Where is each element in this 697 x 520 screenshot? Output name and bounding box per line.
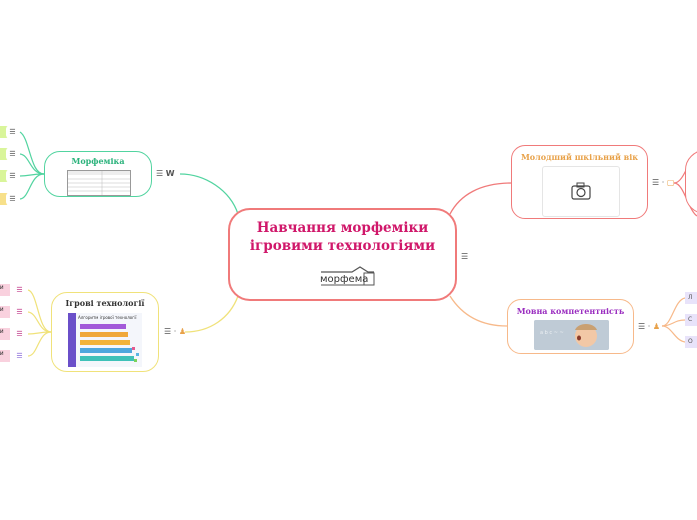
language-label: Мовна компетентність [516, 306, 625, 316]
games-leaf-3[interactable]: ри [0, 328, 10, 340]
image-icon: ▢ [666, 178, 675, 187]
list-icon[interactable]: ☰ [13, 284, 26, 296]
games-leaf-4[interactable]: ри [0, 350, 10, 362]
age-controls[interactable]: ☰ · ▢ [652, 178, 675, 187]
lang-leaf-3[interactable]: О [685, 336, 697, 348]
morph-leaf-1[interactable] [0, 126, 9, 138]
word-icon: W [165, 169, 175, 178]
person-icon: ♟ [178, 327, 186, 336]
central-title-line1: Навчання морфеміки [256, 220, 429, 236]
central-topic[interactable]: Навчання морфеміки ігровими технологіями… [228, 208, 457, 301]
morph-leaf-4[interactable] [0, 193, 9, 205]
list-icon[interactable]: ☰ [6, 193, 19, 205]
list-icon[interactable]: ☰ [13, 306, 26, 318]
morphemics-table-image [67, 170, 131, 196]
morph-leaf-2[interactable] [0, 148, 9, 160]
child-photo: a b c ~ ~ [534, 320, 609, 350]
list-icon[interactable]: ☰ [6, 126, 19, 138]
list-icon: ☰ [638, 322, 646, 331]
morphemics-controls[interactable]: ☰ W [156, 169, 175, 178]
logo-text: морфема [320, 274, 368, 285]
list-icon[interactable]: ☰ [13, 328, 26, 340]
list-icon[interactable]: ☰ [6, 148, 19, 160]
camera-icon [571, 182, 591, 200]
list-icon: ☰ [164, 327, 172, 336]
games-infographic: Алгоритм ігрової технології [68, 313, 142, 367]
central-note-icon[interactable]: ☰ [461, 252, 469, 261]
person-icon: ♟ [652, 322, 660, 331]
svg-text:a b c ~ ~: a b c ~ ~ [540, 330, 564, 336]
language-controls[interactable]: ☰ · ♟ [638, 322, 660, 331]
morph-leaf-3[interactable] [0, 170, 9, 182]
games-infographic-title: Алгоритм ігрової технології [78, 315, 137, 320]
games-label: Ігрові технології [65, 298, 145, 308]
games-leaf-2[interactable]: ри [0, 306, 10, 318]
central-title-line2: ігровими технологіями [249, 238, 436, 254]
age-label: Молодший шкільний вік [520, 152, 639, 162]
node-language[interactable]: Мовна компетентність a b c ~ ~ [507, 299, 634, 354]
list-icon: ☰ [156, 169, 164, 178]
games-leaf-1[interactable]: ри [0, 284, 10, 296]
image-placeholder [542, 166, 620, 217]
lang-leaf-1[interactable]: Л [685, 292, 697, 304]
morphema-logo: морфема [316, 265, 379, 287]
lang-leaf-2[interactable]: С [685, 314, 697, 326]
morphemics-label: Морфеміка [71, 156, 125, 166]
list-icon: ☰ [652, 178, 660, 187]
games-controls[interactable]: ☰ · ♟ [164, 327, 186, 336]
node-age[interactable]: Молодший шкільний вік [511, 145, 648, 219]
list-icon[interactable]: ☰ [13, 350, 26, 362]
node-morphemics[interactable]: Морфеміка [44, 151, 152, 197]
node-games[interactable]: Ігрові технології Алгоритм ігрової техно… [51, 292, 159, 372]
list-icon[interactable]: ☰ [6, 170, 19, 182]
